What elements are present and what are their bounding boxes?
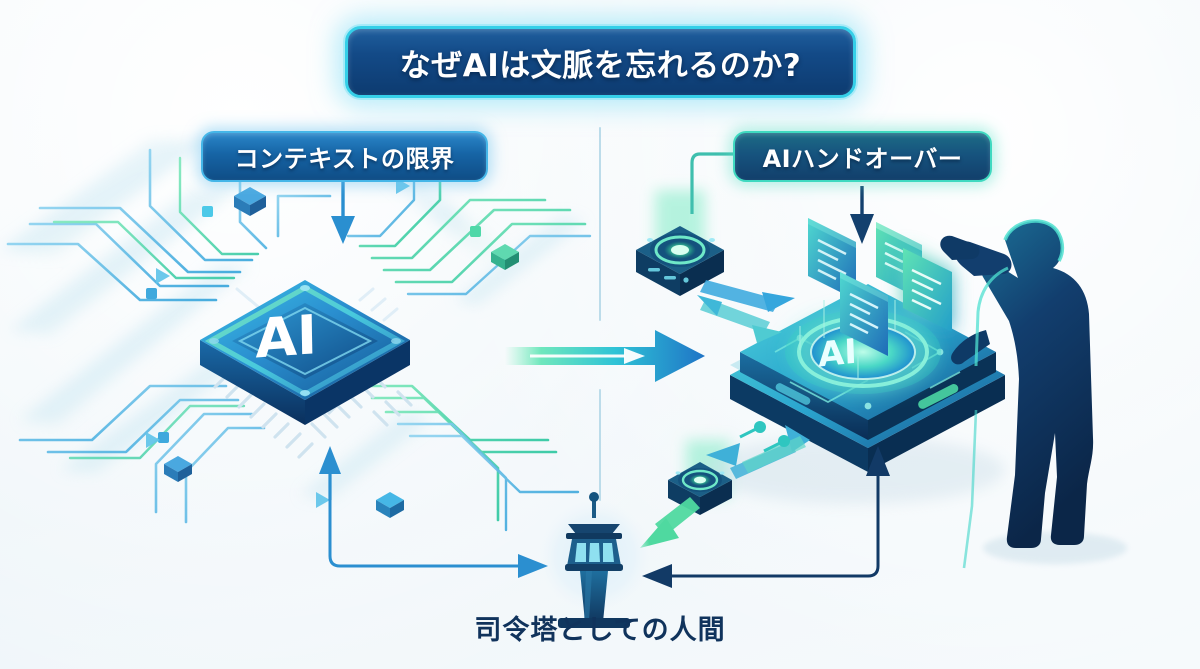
platform-ai-text: AI [817, 332, 857, 376]
label-context-limits: コンテキストの限界 [201, 131, 488, 182]
caption-human-as-command-tower: 司令塔としての人間 [474, 615, 726, 646]
page-title-text: なぜAIは文脈を忘れるのか? [399, 47, 802, 84]
label-ai-handover: AIハンドオーバー [733, 131, 992, 182]
chip-body [200, 280, 410, 425]
label-left-connector [331, 178, 355, 244]
chip-pins [213, 372, 413, 459]
label-context-limits-text: コンテキストの限界 [234, 145, 455, 173]
background-streaks [0, 140, 585, 500]
tower-halo [539, 500, 651, 612]
flow-right-branch [665, 470, 880, 578]
flow-right-arrowhead [642, 564, 672, 588]
platform-pegs [739, 421, 790, 453]
chip-bottom-inflow [319, 446, 341, 500]
page-title: なぜAIは文脈を忘れるのか? [345, 26, 856, 98]
platform-shadow [705, 436, 1005, 504]
document-card [903, 248, 952, 332]
node-to-tower-arrow [640, 497, 700, 548]
trace-nodes [146, 187, 519, 518]
chip-pins-upper [235, 287, 399, 322]
document-card [840, 272, 888, 356]
ai-chip-graphic: AI [200, 280, 413, 459]
node-device [636, 226, 724, 296]
chip-ai-text: AI [255, 303, 318, 370]
node-device [668, 462, 732, 515]
document-card [808, 218, 856, 300]
label-ai-handover-text: AIハンドオーバー [762, 145, 963, 173]
platform-return-arrowhead [866, 446, 890, 476]
main-flow-arrow [505, 330, 705, 382]
node-light-plumes [655, 190, 730, 498]
flow-left-branch [328, 468, 525, 568]
circuit-traces [6, 148, 592, 532]
node-beams [697, 280, 810, 479]
ai-platform: AI [730, 284, 1005, 472]
trace-arrowheads [146, 162, 410, 508]
platform-inflow-arrow [850, 186, 874, 244]
label-right-connector [690, 152, 733, 214]
flow-left-arrowhead [518, 554, 548, 578]
human-silhouette [940, 219, 1127, 569]
document-card [876, 222, 922, 300]
ai-disc [785, 310, 941, 394]
document-cards [799, 218, 952, 380]
